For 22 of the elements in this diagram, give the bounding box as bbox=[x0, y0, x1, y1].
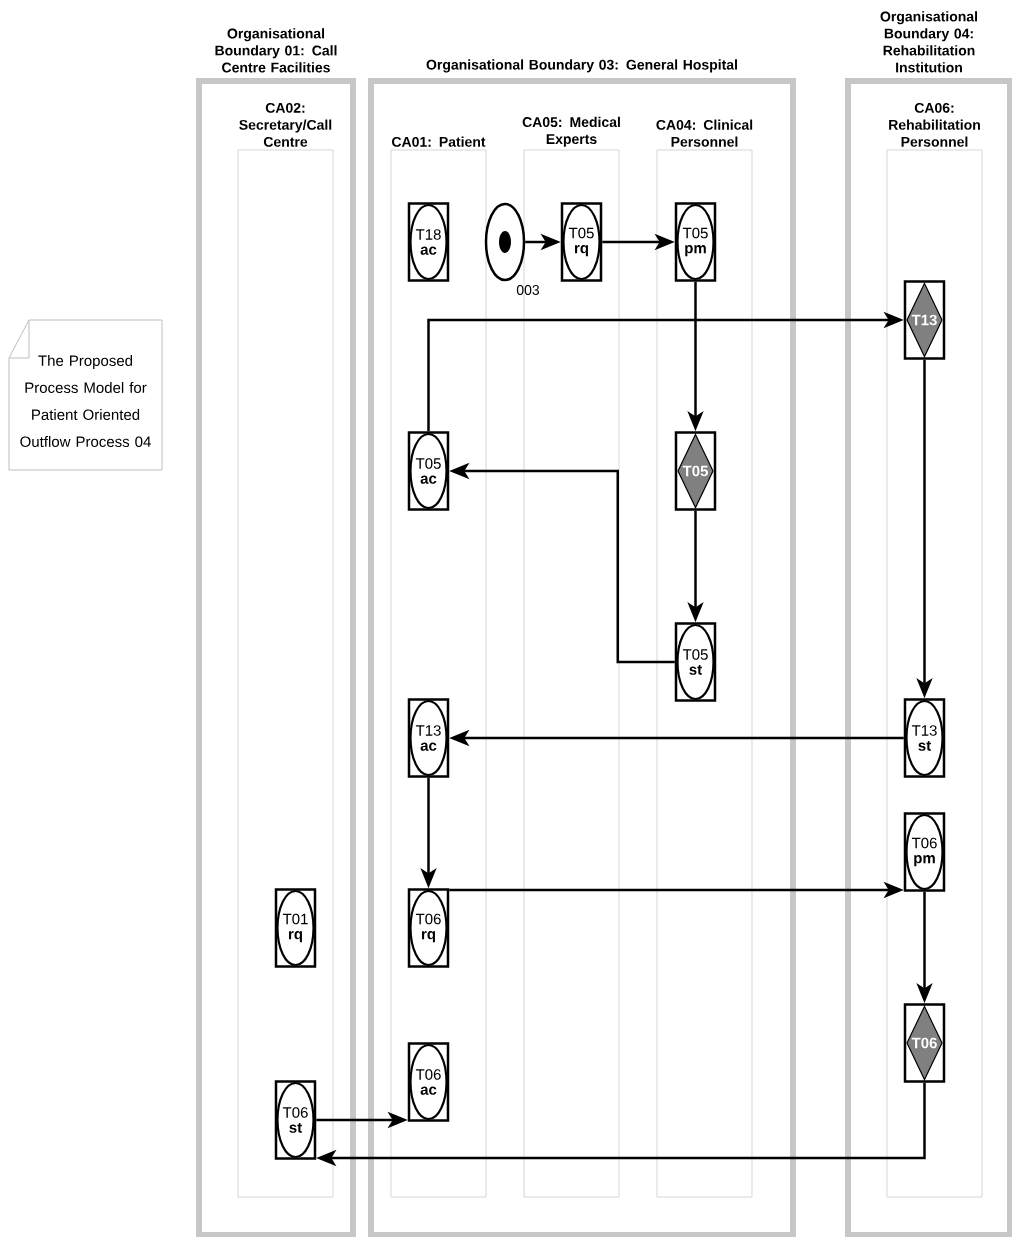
node-label: CA01: Patient bbox=[392, 136, 486, 147]
transaction-box: T06 rq bbox=[407, 888, 450, 968]
transaction-box: T05 rq bbox=[560, 202, 603, 282]
transaction-box: T05 pm bbox=[674, 202, 717, 282]
transaction-box: T13 st bbox=[903, 698, 946, 778]
transaction-box: T18 ac bbox=[407, 202, 450, 282]
node-label: CA04: Clinical Personnel bbox=[656, 119, 753, 147]
node-label: Organisational Boundary 01: Call Centre Facilities bbox=[215, 28, 337, 73]
transaction-box: T05 st bbox=[674, 622, 717, 702]
transaction-box: T13 ac bbox=[407, 698, 450, 778]
node-label: CA06: Rehabilitation Personnel bbox=[889, 102, 980, 147]
node-label: CA05: Medical Experts bbox=[522, 116, 620, 147]
node-label: Organisational Boundary 04: Rehabilitation Institution bbox=[880, 11, 978, 73]
transaction-box: T06 st bbox=[274, 1080, 317, 1160]
transaction-box: T06 pm bbox=[903, 812, 946, 892]
transaction-box: T06 ac bbox=[407, 1042, 450, 1122]
node-label: CA02: Secretary/Call Centre bbox=[239, 102, 332, 147]
node-label: 003 bbox=[516, 285, 540, 295]
transaction-box: T05 ac bbox=[407, 431, 450, 511]
note: The Proposed Process Model for Patient Oriented Outflow Process 04 bbox=[8, 319, 163, 471]
node-label: Organisational Boundary 03: General Hospital bbox=[426, 59, 737, 73]
transaction-box: T01 rq bbox=[274, 888, 317, 968]
